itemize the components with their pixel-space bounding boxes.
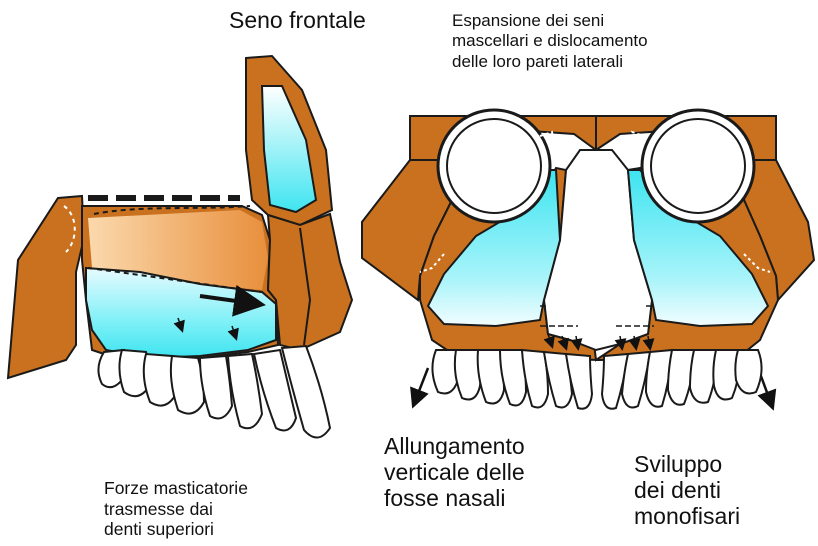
anterior-wall bbox=[268, 214, 352, 350]
permanent-teeth-label: Sviluppo dei denti monofisari bbox=[634, 452, 740, 529]
masticatory-forces-label: Forze masticatorie trasmesse dai denti s… bbox=[104, 478, 248, 540]
frontal-sinus-label: Seno frontale bbox=[229, 8, 366, 33]
nasal-elongation-label: Allungamento verticale delle fosse nasal… bbox=[384, 434, 525, 511]
posterior-wall bbox=[8, 196, 84, 378]
left-orbit bbox=[438, 110, 550, 222]
frontal-skull-view bbox=[362, 110, 814, 409]
white-dashed-orbit-right bbox=[628, 132, 644, 156]
left-outward-arrow bbox=[414, 368, 428, 404]
upper-teeth-lateral bbox=[98, 346, 330, 438]
sinus-expansion-label: Espansione dei seni mascellari e disloca… bbox=[452, 11, 648, 72]
right-orbit bbox=[642, 110, 754, 222]
lateral-skull-view bbox=[8, 56, 352, 438]
